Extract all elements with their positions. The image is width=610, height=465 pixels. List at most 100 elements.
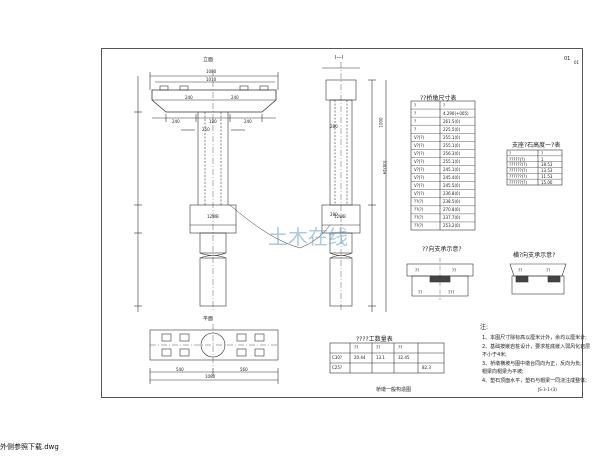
- support-table-cell: 18.53: [541, 162, 553, 168]
- main-table-cell: 255.1(0): [443, 142, 461, 148]
- note-item: 4、垫石顶面水平，垫石与帽梁一同浇注成整体;: [482, 377, 587, 384]
- support-table-cell: ??????(?): [509, 168, 527, 174]
- main-table-cell: V?(?): [414, 134, 425, 140]
- main-table-cell: 261.5(0): [443, 118, 461, 124]
- main-table-cell: ?: [414, 126, 417, 132]
- dim-plan-3: 560: [240, 367, 248, 372]
- dim-side-1: 280: [330, 124, 338, 129]
- support-table-cell: ?????(?): [509, 156, 525, 162]
- quantity-table-cell: 13.1: [376, 355, 385, 360]
- main-table-cell: V?(?): [414, 158, 425, 164]
- quantity-table-title: ????工数量表: [356, 336, 393, 343]
- support-table-cell: ?: [541, 150, 544, 156]
- main-table-cell: V?(?): [414, 167, 425, 172]
- dim-cap-1: 240: [172, 119, 180, 124]
- main-table-title: ??桥墩尺寸表: [420, 95, 457, 102]
- dim-side-2: 250: [202, 127, 210, 132]
- support-table-cell: 13.53: [541, 168, 553, 174]
- note-item: 3、桥墩横坡与图中墩台同向为正，反向为负;: [482, 360, 582, 367]
- note-item: 1、本图尺寸除标高以厘米计外，余均以厘米计;: [482, 335, 587, 341]
- detail-left-drawing: [406, 258, 474, 300]
- plan-view: [149, 324, 279, 384]
- detail-left-label-2: ??: [452, 268, 457, 273]
- main-table-cell: 4.290(+005): [443, 110, 469, 116]
- drawing-title: 桥墩一般构造图: [376, 387, 412, 393]
- detail-left-label-1: ??: [415, 268, 420, 273]
- front-view-title: 立面: [203, 57, 214, 63]
- main-table-cell: V?(?): [414, 150, 425, 156]
- main-table-cell: ??(?): [414, 215, 424, 221]
- detail-right-label-1: ??: [518, 268, 523, 273]
- main-table-cell: 253.2(0): [443, 223, 461, 229]
- main-table-cell: 245.5(0): [443, 183, 461, 189]
- note-item: 2、基础按嵌岩桩设计，要求桩底嵌入弱风化岩层: [482, 343, 591, 350]
- main-table-cell: 225.5(0): [443, 126, 461, 132]
- main-table-cell: ??(?): [414, 223, 424, 229]
- corner-label-2: 01: [574, 60, 580, 65]
- support-table-title: 支座?石高度一?表: [512, 142, 561, 149]
- side-elevation: [229, 62, 387, 312]
- support-table-cell: 1: [541, 156, 544, 162]
- detail-right-label-2: ??: [546, 268, 551, 273]
- main-table-cell: 237.7(0): [443, 215, 461, 221]
- support-table-cell: ??????(?): [509, 174, 527, 180]
- support-table-cell: 15.00: [541, 179, 553, 185]
- main-table-cell: V?(?): [414, 175, 425, 181]
- support-table-cell: ??????(?): [509, 162, 527, 168]
- dim-cap-5: 240: [244, 119, 252, 124]
- detail-left-label-3: ??: [418, 290, 423, 295]
- dim-cap-4: 240: [231, 95, 239, 100]
- support-table-cell: 11.53: [541, 174, 553, 180]
- main-table-cell: 245.1(0): [443, 167, 461, 172]
- main-table-cell: ?: [443, 102, 446, 108]
- dim-cap-3: 180: [209, 119, 217, 124]
- dim-top-1: 1080: [206, 69, 217, 74]
- dim-top-2: 1010: [206, 77, 217, 82]
- main-table-cell: 270.8(0): [443, 207, 461, 213]
- main-table-cell: 255.1(0): [443, 158, 461, 164]
- detail-left-title: ??向支承示意?: [422, 246, 462, 253]
- side-view-title: I—I: [335, 55, 343, 61]
- main-table-cell: ?: [414, 118, 417, 124]
- note-item: 帽梁向帽梁为平坡;: [482, 369, 524, 375]
- quantity-table-grid: [329, 342, 445, 374]
- detail-right-drawing: [509, 263, 567, 295]
- quantity-table-header: ??: [398, 345, 403, 350]
- notes-title: 注:: [480, 324, 489, 331]
- front-elevation: [134, 70, 279, 312]
- file-caption: 外侧参照下载.dwg: [0, 443, 59, 451]
- quantity-table-header: ??: [376, 345, 381, 350]
- note-item: 不小于4米;: [482, 352, 507, 358]
- quantity-table-cell: C25?: [332, 365, 343, 370]
- drawing-number: JS-3-1-(3): [538, 387, 557, 392]
- main-table-cell: 255.1(0): [443, 134, 461, 140]
- dim-cap-2: 240: [185, 95, 193, 100]
- pile-label-front: 12WB: [207, 214, 219, 219]
- dim-plan-1: 1080: [205, 374, 216, 379]
- support-table-cell: ?: [509, 150, 512, 156]
- watermark-text: 土木在线: [268, 225, 348, 249]
- drawing-frame: [101, 48, 583, 398]
- detail-left-label-4: ???: [448, 290, 455, 295]
- support-table-cell: ??????(?): [509, 179, 527, 185]
- quantity-table-cell: 20.44: [354, 355, 366, 360]
- quantity-table-header: ??: [354, 345, 359, 350]
- main-table-cell: V?(?): [414, 191, 425, 197]
- main-table-cell: ??(?): [414, 199, 424, 205]
- quantity-table-cell: C30?: [332, 355, 343, 360]
- main-table-cell: ?: [414, 102, 417, 108]
- main-table-cell: 256.3(0): [443, 150, 461, 156]
- dim-side-3: 280: [330, 212, 338, 217]
- main-table-cell: ?: [414, 110, 417, 116]
- main-table-cell: V?(?): [414, 142, 425, 148]
- dim-vertical-1: 1000: [378, 117, 384, 128]
- main-table-cell: V?(?): [414, 183, 425, 189]
- main-table-cell: 236.8(0): [443, 191, 461, 197]
- plan-view-title: 平面: [203, 316, 214, 322]
- corner-label-1: 01: [564, 56, 571, 62]
- dim-plan-2: 540: [176, 367, 184, 372]
- pile-label-side: 12WB: [334, 214, 346, 219]
- quantity-table-cell: 32.45: [398, 355, 410, 360]
- detail-right-title: 横?向支承示意?: [513, 252, 556, 259]
